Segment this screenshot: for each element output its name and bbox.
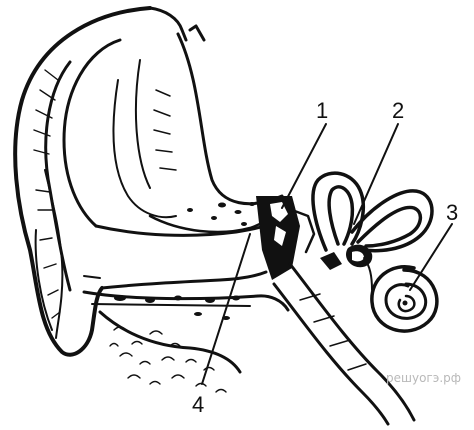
label-2: 2: [392, 98, 404, 123]
label-1: 1: [316, 98, 328, 123]
watermark: решуогэ.рф: [386, 371, 461, 385]
mastoid-section: [84, 292, 288, 392]
leader-line-1: [282, 124, 326, 208]
leader-line-3: [410, 224, 452, 290]
ear-canal: [84, 226, 266, 288]
label-3: 3: [446, 200, 458, 225]
middle-ear-cavity: [256, 196, 314, 280]
label-4: 4: [192, 392, 204, 417]
auricle: [15, 8, 186, 355]
cochlea: [364, 258, 437, 331]
semicircular-canals: [313, 173, 432, 270]
leader-lines: [202, 124, 452, 384]
leader-line-4: [202, 234, 250, 384]
